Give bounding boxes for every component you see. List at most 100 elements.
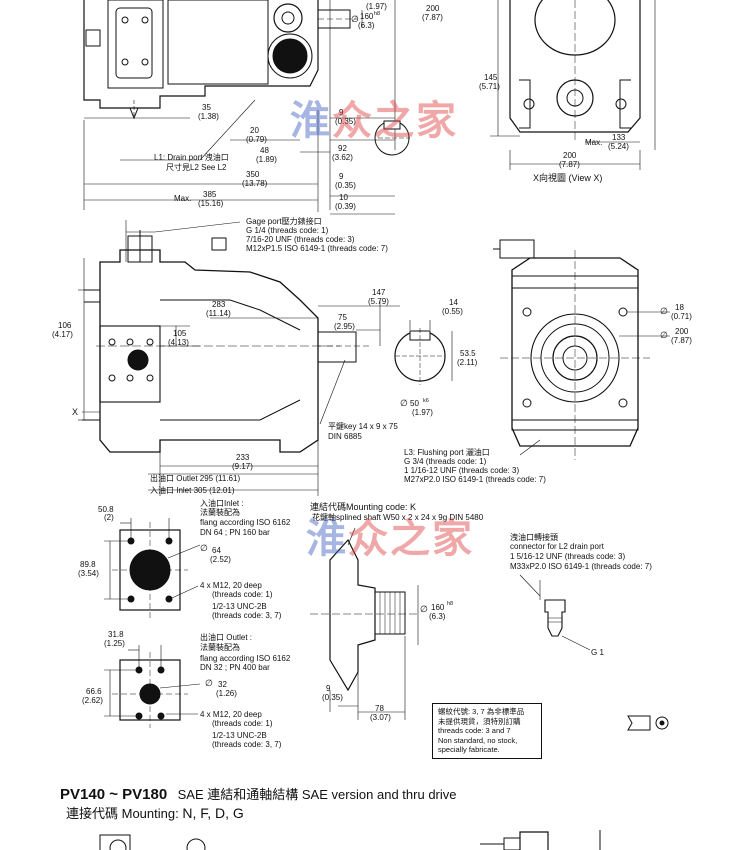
- text-layer: (1.97) ∅ 160 h8 (6.3) 200 (7.87) 35 (1.3…: [52, 2, 692, 749]
- dim-max-133-label: Max.: [585, 138, 602, 147]
- flush-line-4: M27xP2.0 ISO 6149-1 (threads code: 7): [404, 475, 546, 484]
- dim-50-tol: k6: [423, 398, 429, 404]
- dim-2-52: (2.52): [210, 555, 231, 564]
- dim-0-35: (0.35): [335, 117, 356, 126]
- side-view-pump: [82, 230, 372, 453]
- view-x-pump: [509, 0, 641, 140]
- section-header: PV140 ~ PV180 SAE 連結和通軸結構 SAE version an…: [60, 784, 457, 804]
- connector-g1: G 1: [591, 648, 604, 657]
- connector-icon-small: [627, 715, 669, 731]
- dim-9-17: (9.17): [232, 462, 253, 471]
- dim-147: 147: [372, 288, 386, 297]
- dim-1-97-side: (1.97): [412, 408, 433, 417]
- inlet-bolt-3: 1/2-13 UNC-2B: [212, 602, 267, 611]
- watermark-top: 淮众之家: [290, 97, 458, 144]
- dim-2-11: (2.11): [457, 358, 478, 367]
- dim-160-m: 160: [431, 603, 445, 612]
- dim-5-71: (5.71): [479, 82, 500, 91]
- dim-233: 233: [236, 453, 250, 462]
- inlet-line-2: 法蘭裝配為: [200, 507, 240, 517]
- dim-133: 133: [612, 133, 626, 142]
- model-range: PV140 ~ PV180: [60, 786, 168, 803]
- dim-2-in: (2): [104, 513, 114, 522]
- inlet-flange: [112, 522, 188, 618]
- dim-7-87-top: (7.87): [422, 13, 443, 22]
- dim-0-79: (0.79): [246, 135, 267, 144]
- dim-6-3-m: (6.3): [429, 612, 446, 621]
- dim-phi-32: ∅: [205, 678, 213, 688]
- dim-31-8: 31.8: [108, 630, 124, 639]
- dim-20: 20: [250, 126, 259, 135]
- dim-53-5: 53.5: [460, 349, 476, 358]
- outlet-line-2: 法蘭裝配為: [200, 642, 240, 652]
- connector-line-3: 1 5/16-12 UNF (threads code: 3): [510, 552, 626, 561]
- mounting-line-1: 連結代碼Mounting code: K: [310, 501, 416, 512]
- mounting-codes-line: 連接代碼 Mounting: N, F, D, G: [66, 803, 244, 822]
- non-standard-note: 螺紋代號: 3, 7 為非標準品 未提供現貨，須特別訂購 threads cod…: [432, 703, 542, 759]
- inlet-line-3: flang according ISO 6162: [200, 518, 291, 527]
- connector-line-1: 洩油口轉接頭: [510, 532, 558, 542]
- dim-phi-200: ∅: [660, 330, 668, 340]
- dim-0-55: (0.55): [442, 307, 463, 316]
- l1-label: L1: Drain port 洩油口: [154, 152, 229, 162]
- inlet-bolt-1: 4 x M12, 20 deep: [200, 581, 262, 590]
- flush-line-2: G 3/4 (threads code: 1): [404, 457, 487, 466]
- note-line-5: specially fabricate.: [438, 745, 500, 755]
- dim-145: 145: [484, 73, 498, 82]
- dim-385: 385: [203, 190, 217, 199]
- note-line-1: 螺紋代號: 3, 7 為非標準品: [438, 707, 525, 716]
- view-x-caption: X向視圖 (View X): [533, 172, 602, 183]
- dim-9-m: 9: [326, 684, 331, 693]
- dim-200-x: 200: [563, 151, 577, 160]
- outlet-dim: 出油口 Outlet 295 (11.61): [150, 473, 240, 483]
- inlet-dim: 入油口 Inlet 305 (12.01): [150, 485, 235, 495]
- dim-1-25: (1.25): [104, 639, 125, 648]
- watermark-middle: 淮众之家: [306, 515, 474, 562]
- flush-line-1: L3: Flushing port 灑油口: [404, 447, 490, 457]
- flush-line-3: 1 1/16-12 UNF (threads code: 3): [404, 466, 520, 475]
- front-view-dimension-lines: [519, 311, 670, 456]
- dim-9-b: 9: [339, 172, 344, 181]
- dim-0-71: (0.71): [671, 312, 692, 321]
- section-description: SAE 連結和通軸結構 SAE version and thru drive: [177, 787, 457, 802]
- outlet-bolt-2: (threads code: 1): [212, 719, 273, 728]
- dim-9: 9: [339, 108, 344, 117]
- dim-5-79: (5.79): [368, 297, 389, 306]
- dim-7-87-x: (7.87): [559, 160, 580, 169]
- dim-283: 283: [212, 300, 226, 309]
- dim-160-tol: h8: [374, 11, 380, 17]
- outlet-line-3: flang according ISO 6162: [200, 654, 291, 663]
- dim-phi-160-m: ∅: [420, 604, 428, 614]
- dim-phi-symbol: ∅: [351, 14, 359, 24]
- dim-phi-50: ∅: [400, 398, 408, 408]
- dim-89-8: 89.8: [80, 560, 96, 569]
- outlet-flange-dims: [104, 645, 201, 717]
- view-x-marker: X: [72, 407, 78, 417]
- dim-13-78: (13.78): [242, 179, 268, 188]
- dim-160-m-tol: h8: [447, 601, 453, 607]
- outlet-line-4: DN 32 ; PN 400 bar: [200, 663, 270, 672]
- dim-32: 32: [218, 680, 227, 689]
- side-view-dimension-lines: [78, 220, 400, 496]
- dim-6-3: (6.3): [358, 21, 375, 30]
- drain-connector: [519, 574, 591, 651]
- gage-line-4: M12xP1.5 ISO 6149-1 (threads code: 7): [246, 244, 388, 253]
- gage-line-2: G 1/4 (threads code: 1): [246, 226, 329, 235]
- dim-106: 106: [58, 321, 72, 330]
- dim-0-39: (0.39): [335, 202, 356, 211]
- top-view-dimension-lines: [83, 0, 396, 215]
- inlet-bolt-2: (threads code: 1): [212, 590, 273, 599]
- dim-200-top: 200: [426, 4, 440, 13]
- connector-line-2: connector for L2 drain port: [510, 542, 605, 551]
- inlet-line-4: DN 64 ; PN 160 bar: [200, 528, 270, 537]
- gage-line-1: Gage port壓力錶接口: [246, 216, 322, 226]
- dim-3-62: (3.62): [332, 153, 353, 162]
- dim-1-38: (1.38): [198, 112, 219, 121]
- dim-11-14: (11.14): [206, 309, 231, 318]
- top-view-pump: [83, 0, 358, 120]
- note-line-2: 未提供現貨，須特別訂購: [438, 716, 521, 726]
- dim-3-07: (3.07): [370, 713, 391, 722]
- mounting-line-2: 花鍵軸splined shaft W50 x 2 x 24 x 9g DIN 5…: [312, 512, 484, 522]
- dim-phi-64: ∅: [200, 543, 208, 553]
